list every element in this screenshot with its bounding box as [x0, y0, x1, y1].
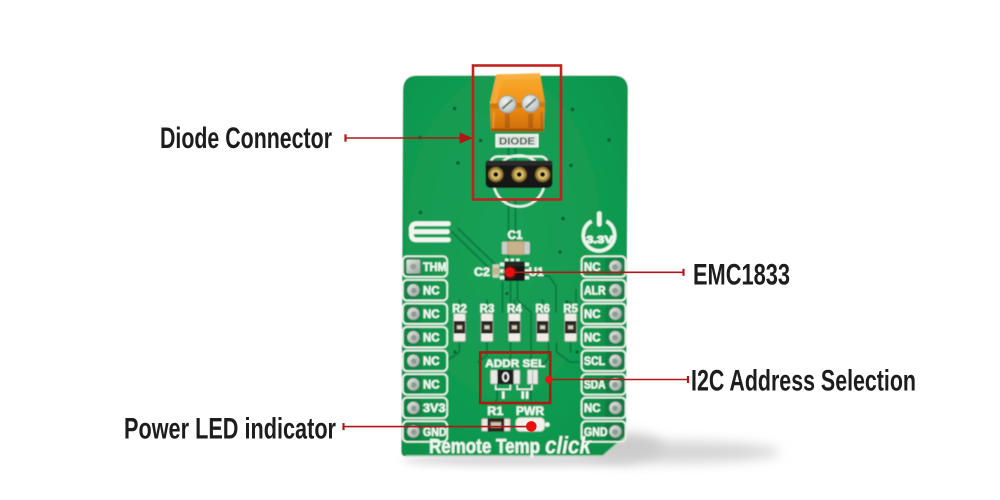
svg-text:I2C Address Selection: I2C Address Selection: [691, 364, 916, 397]
svg-text:3V3: 3V3: [423, 403, 446, 415]
svg-text:NC: NC: [423, 309, 440, 321]
svg-text:DIODE: DIODE: [499, 136, 535, 148]
svg-text:Remote Temp: Remote Temp: [429, 436, 540, 458]
svg-text:NC: NC: [423, 356, 440, 368]
svg-text:EMC1833: EMC1833: [693, 258, 790, 291]
svg-text:R3: R3: [480, 304, 495, 316]
svg-text:PWR: PWR: [516, 406, 545, 418]
svg-text:GND: GND: [423, 427, 447, 439]
svg-text:NC: NC: [584, 262, 601, 274]
svg-text:ALR: ALR: [584, 286, 606, 298]
svg-text:NC: NC: [423, 286, 440, 298]
svg-text:THM: THM: [423, 262, 447, 274]
svg-text:NC: NC: [584, 403, 601, 415]
svg-text:SCL: SCL: [584, 356, 605, 368]
svg-text:R5: R5: [563, 304, 578, 316]
svg-text:NC: NC: [584, 309, 601, 321]
svg-text:NC: NC: [423, 380, 440, 392]
svg-text:NC: NC: [423, 333, 440, 345]
svg-text:NC: NC: [584, 333, 601, 345]
svg-text:ADDR SEL: ADDR SEL: [485, 358, 545, 370]
svg-text:R6: R6: [535, 304, 550, 316]
svg-text:GND: GND: [584, 427, 608, 439]
svg-text:Diode Connector: Diode Connector: [160, 122, 332, 155]
svg-text:click: click: [545, 433, 592, 460]
svg-text:3.3V: 3.3V: [586, 235, 613, 246]
svg-text:SDA: SDA: [584, 380, 606, 392]
svg-text:R2: R2: [452, 304, 467, 316]
svg-text:Power LED indicator: Power LED indicator: [124, 413, 336, 446]
svg-text:C1: C1: [508, 230, 524, 242]
svg-text:C2: C2: [474, 267, 490, 279]
svg-text:R1: R1: [487, 406, 504, 418]
svg-text:R4: R4: [507, 304, 522, 316]
